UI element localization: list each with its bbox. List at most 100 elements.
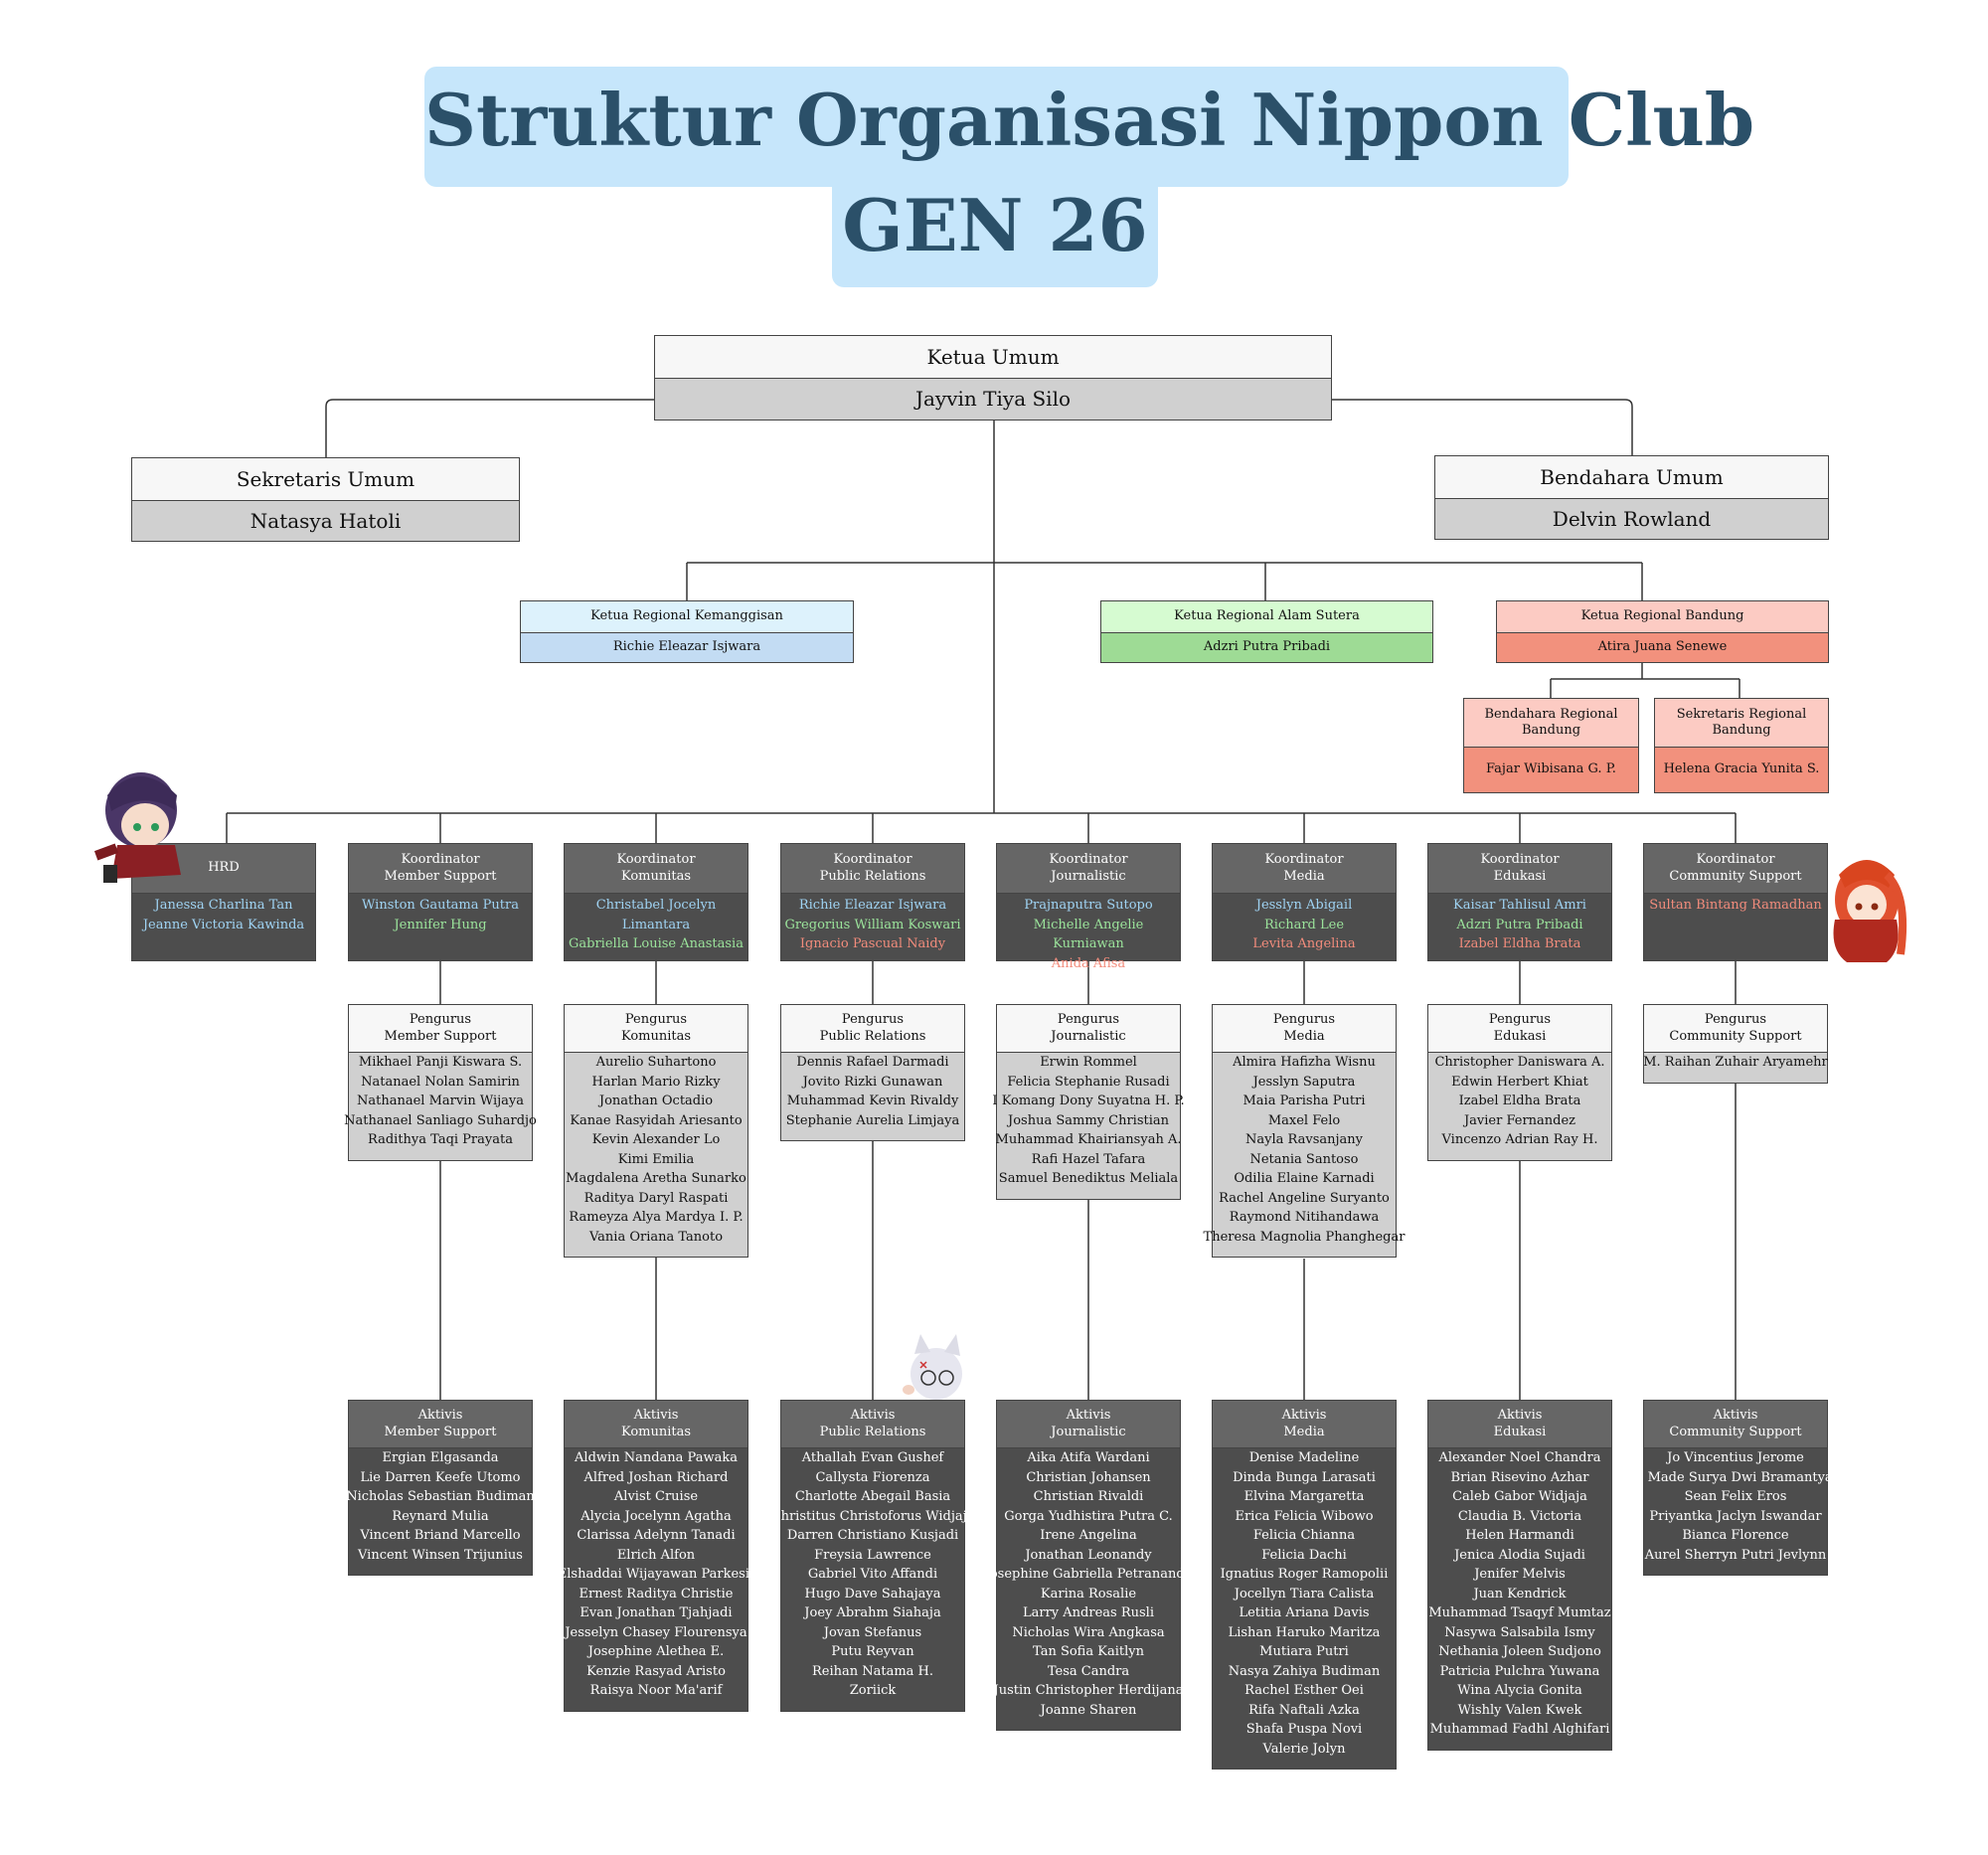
aktivis-name: Erica Felicia Wibowo bbox=[1235, 1508, 1374, 1524]
aktivis-name: Juan Kendrick bbox=[1473, 1586, 1567, 1602]
aktivis-name: Clarissa Adelynn Tanadi bbox=[577, 1528, 736, 1543]
aktivis-name: Christitus Christoforus Widjaja bbox=[770, 1508, 975, 1524]
aktivis-name: Christian Rivaldi bbox=[1033, 1489, 1144, 1504]
aktivis-name: Claudia B. Victoria bbox=[1457, 1508, 1582, 1524]
title-banner-sub bbox=[832, 185, 1158, 287]
pengurus-name: Natanael Nolan Samirin bbox=[361, 1074, 520, 1090]
aktivis-name: Gabriel Vito Affandi bbox=[807, 1567, 938, 1582]
pengurus-name: Javier Fernandez bbox=[1463, 1112, 1576, 1128]
pengurus-name: Mikhael Panji Kiswara S. bbox=[358, 1055, 523, 1070]
aktivis-name: Kenzie Rasyad Aristo bbox=[586, 1663, 726, 1679]
pengurus-name: Radithya Taqi Prayata bbox=[368, 1132, 513, 1147]
aktivis-name: Mutiara Putri bbox=[1259, 1644, 1349, 1659]
aktivis-name: Jo Vincentius Jerome bbox=[1667, 1450, 1804, 1465]
aktivis-name: Aika Atifa Wardani bbox=[1027, 1450, 1150, 1465]
aktivis-name: Elshaddai Wijayawan Parkesit bbox=[557, 1567, 755, 1582]
pengurus-names: Christopher Daniswara A.Edwin Herbert Kh… bbox=[1428, 1053, 1611, 1160]
coordinator-name: Gregorius William Koswari bbox=[784, 917, 961, 932]
aktivis-name: Dinda Bunga Larasati bbox=[1233, 1469, 1376, 1485]
aktivis-name: Josephine Alethea E. bbox=[587, 1644, 725, 1659]
aktivis-name: Rachel Esther Oei bbox=[1244, 1683, 1364, 1698]
aktivis-name: Felicia Chianna bbox=[1252, 1528, 1356, 1543]
coordinator-name: Adzri Putra Pribadi bbox=[1456, 917, 1583, 932]
ketua-umum-name: Jayvin Tiya Silo bbox=[655, 378, 1331, 420]
aktivis-name: Nicholas Wira Angkasa bbox=[1012, 1624, 1165, 1640]
pengurus-name: Nathanael Marvin Wijaya bbox=[356, 1094, 525, 1108]
aktivis-name: Callysta Fiorenza bbox=[815, 1469, 930, 1485]
aktivis-name: Raisya Noor Ma'arif bbox=[589, 1683, 723, 1698]
regional-alam-sutera-box: Ketua Regional Alam Sutera Adzri Putra P… bbox=[1100, 600, 1433, 663]
pengurus-name: Stephanie Aurelia Limjaya bbox=[785, 1112, 960, 1128]
coordinator-name: Jennifer Hung bbox=[394, 917, 487, 932]
coordinator-name: Janessa Charlina Tan bbox=[154, 898, 293, 913]
aktivis-name: Ernest Raditya Christie bbox=[579, 1586, 734, 1602]
pengurus-name: Nayla Ravsanjany bbox=[1245, 1132, 1363, 1147]
coordinator-name: Kaisar Tahlisul Amri bbox=[1453, 898, 1586, 913]
pengurus-name: Magdalena Aretha Sunarko bbox=[566, 1171, 746, 1186]
aktivis-name: Alfred Joshan Richard bbox=[583, 1469, 729, 1485]
pengurus-name: Jovito Rizki Gunawan bbox=[802, 1074, 943, 1090]
sekretaris-umum-box: Sekretaris Umum Natasya Hatoli bbox=[131, 457, 520, 542]
aktivis-name: Bianca Florence bbox=[1682, 1528, 1789, 1543]
pengurus-name: Netania Santoso bbox=[1249, 1151, 1359, 1167]
pengurus-name: Vania Oriana Tanoto bbox=[588, 1229, 724, 1245]
pengurus-name: Rachel Angeline Suryanto bbox=[1219, 1190, 1390, 1206]
aktivis-name: Valerie Jolyn bbox=[1262, 1741, 1346, 1757]
aktivis-name: Wina Alycia Gonita bbox=[1457, 1683, 1582, 1698]
pengurus-name: Muhammad Kevin Rivaldy bbox=[786, 1094, 959, 1108]
aktivis-name: Letitia Ariana Davis bbox=[1239, 1605, 1370, 1620]
aktivis-name: Jenica Alodia Sujadi bbox=[1454, 1547, 1585, 1563]
aktivis-name: Helen Harmandi bbox=[1465, 1528, 1574, 1543]
aktivis-name: Putu Reyvan bbox=[831, 1644, 914, 1659]
aktivis-name: Josephine Gabriella Petrananda bbox=[984, 1567, 1193, 1582]
bandung-sekretaris-box: Sekretaris Regional Bandung Helena Graci… bbox=[1654, 698, 1829, 793]
aktivis-name: Elrich Alfon bbox=[616, 1547, 696, 1563]
coordinator-title: HRD bbox=[132, 844, 315, 894]
pengurus-name: Samuel Benediktus Meliala bbox=[998, 1171, 1179, 1186]
aktivis-name: Nicholas Sebastian Budiman bbox=[346, 1489, 535, 1504]
aktivis-name: Wishly Valen Kwek bbox=[1457, 1702, 1582, 1718]
aktivis-name: Larry Andreas Rusli bbox=[1023, 1605, 1154, 1620]
aktivis-name: Jenifer Melvis bbox=[1474, 1567, 1566, 1582]
regional-kemanggisan-name: Richie Eleazar Isjwara bbox=[521, 632, 853, 662]
aktivis-name: Hugo Dave Sahajaya bbox=[804, 1586, 941, 1602]
aktivis-name: Nethania Joleen Sudjono bbox=[1438, 1644, 1601, 1659]
pengurus-name: Izabel Eldha Brata bbox=[1458, 1094, 1581, 1108]
aktivis-name: Denise Madeline bbox=[1248, 1450, 1360, 1465]
pengurus-name: Kevin Alexander Lo bbox=[591, 1132, 721, 1147]
aktivis-name: Darren Christiano Kusjadi bbox=[786, 1528, 959, 1543]
coordinator-name: Anida Afisa bbox=[1051, 955, 1126, 971]
pengurus-name: Maxel Felo bbox=[1267, 1112, 1341, 1128]
pengurus-name: Felicia Stephanie Rusadi bbox=[1007, 1074, 1170, 1090]
aktivis-name: Rifa Naftali Azka bbox=[1248, 1702, 1360, 1718]
bendahara-umum-role: Bendahara Umum bbox=[1435, 456, 1828, 498]
pengurus-name: Theresa Magnolia Phanghegar bbox=[1203, 1229, 1406, 1245]
pengurus-name: Harlan Mario Rizky bbox=[591, 1074, 721, 1090]
aktivis-name: Aurel Sherryn Putri Jevlynn bbox=[1644, 1547, 1827, 1563]
regional-bandung-box: Ketua Regional Bandung Atira Juana Senew… bbox=[1496, 600, 1829, 663]
pengurus-name: Raymond Nitihandawa bbox=[1229, 1210, 1380, 1225]
ketua-umum-box: Ketua Umum Jayvin Tiya Silo bbox=[654, 335, 1332, 421]
page-title: Struktur Organisasi Nippon Club bbox=[424, 78, 1755, 162]
coordinator-name: Michelle Angelie Kurniawan bbox=[1033, 917, 1144, 952]
